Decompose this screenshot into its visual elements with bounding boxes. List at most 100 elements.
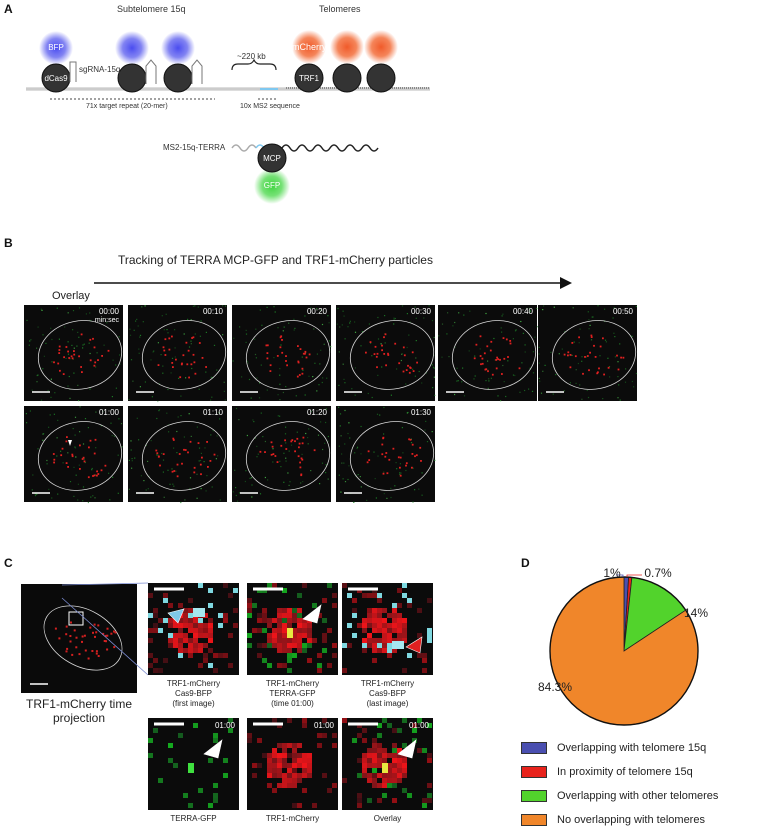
- bfp-label: BFP: [48, 43, 64, 52]
- timelapse-frame: 00:50: [538, 305, 638, 401]
- mcp-label: MCP: [263, 154, 281, 163]
- zoom-caption-line: (first image): [172, 699, 215, 708]
- panel-letter-d: D: [521, 556, 530, 570]
- ms2seq-label: 10x MS2 sequence: [240, 103, 300, 110]
- arrowhead-marker: [203, 739, 223, 759]
- zoom-caption-line: Cas9-BFP: [369, 689, 406, 698]
- frame-timestamp: 00:50: [612, 307, 633, 316]
- zoom-image: [247, 583, 338, 675]
- timelapse-frame: 00:30: [336, 305, 436, 401]
- pie-value-label: 0.7%: [644, 566, 672, 580]
- telomeres-title: Telomeres: [319, 4, 361, 14]
- zoom-timestamp: 01:00: [214, 721, 235, 730]
- timelapse-frame: 01:30: [336, 406, 436, 503]
- legend-swatch: [521, 790, 547, 802]
- frame-timestamp: 00:00: [98, 307, 119, 316]
- subtelomere-title: Subtelomere 15q: [117, 4, 186, 14]
- terra-label: MS2-15q-TERRA: [163, 143, 226, 152]
- zoom-connector-lines: [61, 582, 149, 676]
- frame-timestamp: 01:30: [410, 408, 431, 417]
- timelapse-frame: 01:20: [232, 406, 331, 502]
- legend-item: In proximity of telomere 15q: [521, 765, 693, 779]
- zoom-caption-line: TRF1-mCherry: [360, 679, 415, 688]
- zoom-caption-line: (time 01:00): [271, 699, 314, 708]
- zoom-timestamp: 01:00: [408, 721, 429, 730]
- zoom-caption: Overlay: [332, 814, 443, 824]
- zoom-caption-line: TERRA-GFP: [269, 689, 316, 698]
- time-unit-label: min:sec: [94, 317, 119, 324]
- pie-value-label: 14%: [684, 606, 708, 620]
- legend-swatch: [521, 742, 547, 754]
- legend-label: No overlapping with telomeres: [557, 814, 705, 826]
- zoom-image: 01:00: [148, 718, 239, 810]
- zoom-caption-line: (last image): [366, 699, 409, 708]
- legend-item: Overlapping with telomere 15q: [521, 741, 706, 755]
- repeat-label: 71x target repeat (20-mer): [86, 103, 168, 110]
- zoom-image: 01:00: [247, 718, 338, 810]
- mcherry-label: mCherry: [292, 42, 327, 52]
- zoom-image: [148, 583, 239, 675]
- leader-line: [626, 574, 642, 577]
- timelapse-frame: 01:10: [128, 406, 227, 504]
- legend-swatch: [521, 766, 547, 778]
- frame-timestamp: 00:40: [512, 307, 533, 316]
- arrowhead-marker: [405, 636, 423, 654]
- panel-a-drawing: [26, 30, 430, 204]
- bfp-glow-1: [39, 31, 73, 65]
- zoom-caption-line: TRF1-mCherry: [265, 814, 320, 823]
- frame-timestamp: 00:10: [202, 307, 223, 316]
- frame-timestamp: 01:20: [306, 408, 327, 417]
- panel-letter-b: B: [4, 236, 13, 250]
- bfp-glow-2: [115, 31, 149, 65]
- legend-label: In proximity of telomere 15q: [557, 766, 693, 778]
- trf1-label: TRF1: [299, 74, 319, 83]
- timelapse-frame: 01:00: [24, 406, 123, 504]
- panel-b-title: Tracking of TERRA MCP-GFP and TRF1-mCher…: [118, 253, 433, 267]
- timelapse-frame: 00:20: [232, 305, 332, 401]
- pie-value-label: 1%: [603, 566, 621, 580]
- legend-label: Overlapping with telomere 15q: [557, 742, 707, 754]
- zoom-caption-line: TRF1-mCherry: [265, 679, 320, 688]
- panel-letter-c: C: [4, 556, 13, 570]
- leader-line: [616, 574, 624, 577]
- frame-timestamp: 01:10: [202, 408, 223, 417]
- distance-label: ~220 kb: [237, 52, 266, 61]
- zoom-timestamp: 01:00: [313, 721, 334, 730]
- zoom-caption-line: Overlay: [373, 814, 402, 823]
- timelapse-frame: 00:40: [438, 305, 538, 402]
- dcas9-label: dCas9: [44, 74, 68, 83]
- projection-caption: TRF1-mCherry time projection: [25, 697, 132, 725]
- pie-chart: 1% 0.7% 14% 84.3%: [538, 566, 708, 726]
- arrowhead-marker: [167, 608, 185, 624]
- overlay-label: Overlay: [52, 290, 90, 302]
- legend-item: Overlapping with other telomeres: [521, 789, 718, 803]
- frame-timestamp: 01:00: [98, 408, 119, 417]
- legend-swatch: [521, 814, 547, 826]
- pie-value-label: 84.3%: [538, 680, 572, 694]
- frame-timestamp: 00:20: [306, 307, 327, 316]
- panel-letter-a: A: [4, 2, 13, 16]
- timelapse-frame: 00:10: [128, 305, 227, 403]
- zoom-caption-line: TERRA-GFP: [170, 814, 217, 823]
- gfp-label: GFP: [263, 181, 281, 190]
- zoom-image: 01:00: [342, 718, 433, 810]
- zoom-caption: TRF1-mCherry: [237, 814, 348, 824]
- time-arrow: [94, 277, 572, 289]
- arrowhead-marker: [302, 604, 322, 624]
- bfp-glow-3: [161, 31, 195, 65]
- projection-image: [21, 584, 137, 693]
- arrowhead-marker: [68, 440, 72, 446]
- zoom-caption-line: Cas9-BFP: [175, 689, 212, 698]
- legend-item: No overlapping with telomeres: [521, 813, 705, 827]
- frame-timestamp: 00:30: [410, 307, 431, 316]
- legend-label: Overlapping with other telomeres: [557, 790, 719, 802]
- zoom-image: [342, 583, 433, 675]
- arrowhead-marker: [397, 739, 417, 759]
- zoom-caption-line: TRF1-mCherry: [166, 679, 221, 688]
- sgrna-label: sgRNA-15q: [79, 65, 121, 74]
- zoom-caption: TERRA-GFP: [138, 814, 249, 824]
